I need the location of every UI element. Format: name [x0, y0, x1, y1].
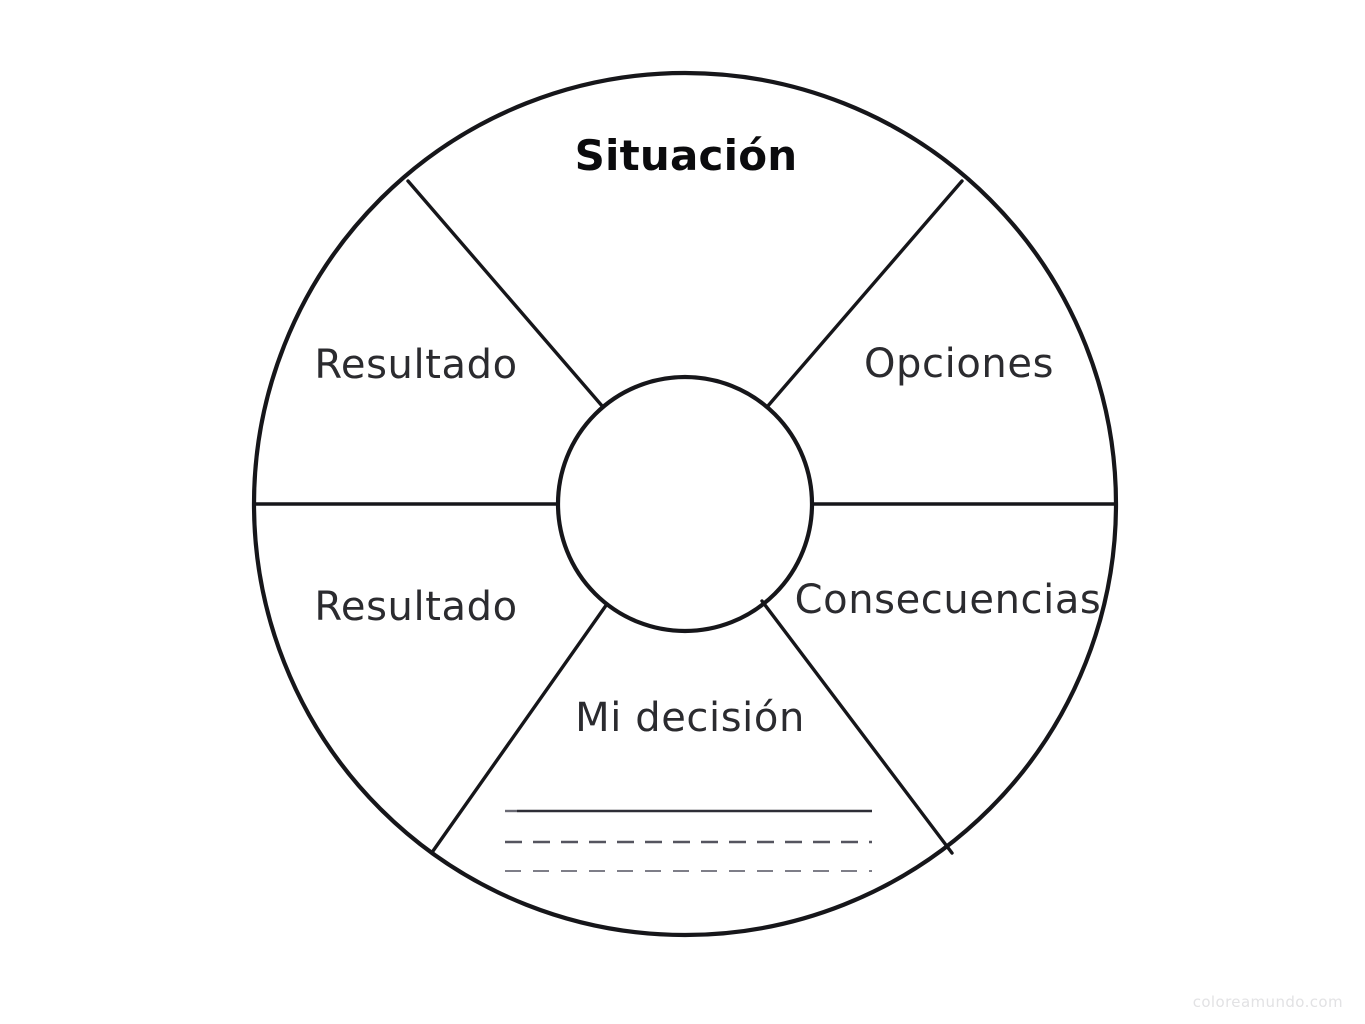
- segment-label-mi-decision: Mi decisión: [575, 695, 805, 741]
- segment-label-resultado-inferior: Resultado: [314, 584, 517, 630]
- spoke-northeast: [765, 179, 964, 409]
- writing-lines-group: [505, 809, 872, 873]
- segment-label-resultado-superior: Resultado: [314, 342, 517, 388]
- segment-label-consecuencias: Consecuencias: [795, 577, 1102, 623]
- spoke-southwest: [431, 602, 609, 853]
- spokes-group: [252, 179, 1118, 855]
- spoke-southeast: [760, 599, 954, 855]
- spoke-northwest: [406, 179, 605, 409]
- center-hub-circle: [555, 374, 815, 634]
- site-watermark: coloreamundo.com: [1192, 993, 1343, 1011]
- segment-label-opciones: Opciones: [864, 341, 1054, 387]
- segment-label-situacion: Situación: [575, 131, 798, 180]
